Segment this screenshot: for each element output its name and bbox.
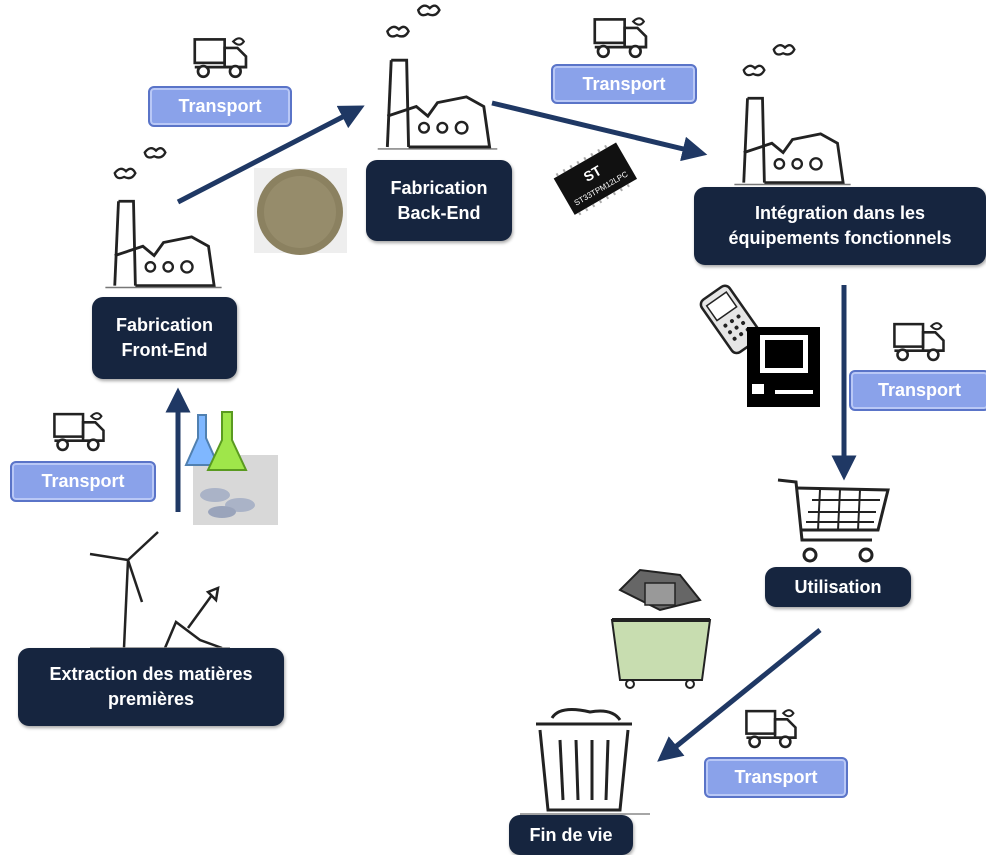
stage-integration-line1: Intégration dans les [754,203,926,223]
stage-fin-de-vie-label: Fin de vie [529,824,613,845]
truck-icon [193,36,248,79]
chip-logo: ST [581,162,605,185]
factory-icon [103,146,224,289]
transport-label: Transport [148,86,292,127]
truck-icon [893,321,945,362]
stage-utilisation: Utilisation [765,567,911,607]
stage-front-end: Fabrication Front-End [92,297,237,379]
truck-icon [745,708,797,749]
stage-back-end: Fabrication Back-End [366,160,512,241]
cart-icon [777,478,890,563]
stage-front-end-line2: Front-End [121,340,208,360]
stage-extraction: Extraction des matières premières [18,648,284,726]
transport-label: Transport [10,461,156,502]
trash-can-icon [520,708,650,815]
truck-icon [593,16,648,59]
arrow-back-end-to-integration [491,100,708,162]
stage-back-end-line1: Fabrication [390,177,488,198]
shovel-icon [90,586,230,650]
factory-icon [732,43,853,186]
factory-icon [376,4,499,151]
chip-icon: ST ST33TPM12LPC [553,142,638,216]
transport-label: Transport [704,757,848,798]
stage-front-end-line1: Fabrication [115,315,213,335]
stage-extraction-line1: Extraction des matières [49,664,253,684]
stage-integration-line2: équipements fonctionnels [728,228,952,248]
phone-icon [699,284,762,355]
stage-back-end-line2: Back-End [397,202,481,223]
truck-icon [53,411,105,452]
stage-integration: Intégration dans les équipements fonctio… [694,187,986,265]
arrow-utilisation-to-fin-de-vie [657,628,822,762]
dumpster-icon [610,568,712,689]
arrow-front-end-to-back-end [176,105,365,205]
flask-icon [184,411,278,525]
wind-turbine-icon [89,531,159,649]
stage-extraction-line2: premières [107,689,195,709]
stage-utilisation-label: Utilisation [794,576,882,597]
transport-label: Transport [849,370,986,411]
computer-icon [747,327,820,407]
stage-fin-de-vie: Fin de vie [509,815,633,855]
wafer-icon [254,168,347,255]
transport-label: Transport [551,64,697,104]
